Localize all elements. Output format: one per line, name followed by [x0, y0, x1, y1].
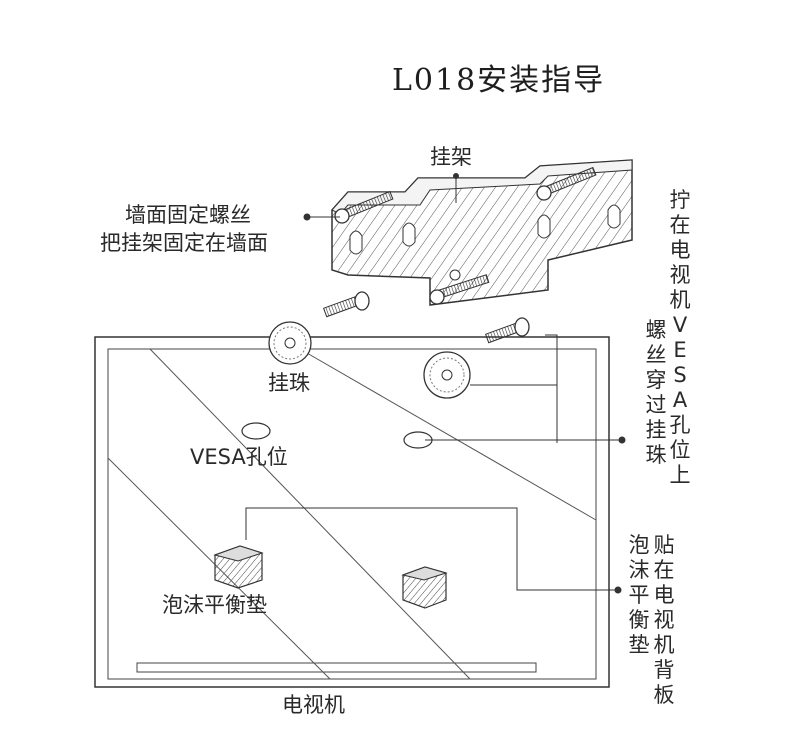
foam-instruction-col1: 贴在电视机背板 — [653, 533, 675, 707]
bead-label: 挂珠 — [268, 371, 310, 395]
hanger-label: 挂架 — [430, 145, 472, 169]
leader-lines — [245, 173, 626, 594]
wall-screw-label: 墙面固定螺丝 — [125, 203, 251, 227]
page-title: L018安装指导 — [392, 63, 606, 98]
foam-pad-label: 泡沫平衡垫 — [162, 593, 267, 617]
wall-screw-bottom — [429, 274, 490, 305]
tv-label: 电视机 — [282, 693, 345, 717]
vesa-bolt-right — [484, 317, 530, 344]
foam-instruction-col2: 泡沫平衡垫 — [628, 533, 650, 657]
wall-screw-left — [334, 190, 394, 224]
vesa-hole-label: VESA孔位 — [190, 445, 288, 469]
vesa-hole-left — [241, 422, 271, 440]
wall-screw-sublabel: 把挂架固定在墙面 — [100, 231, 268, 255]
screw-instruction-col2: 螺丝穿过挂珠 — [645, 318, 667, 467]
wall-screw-right — [536, 166, 597, 201]
bead-right — [423, 351, 471, 399]
bead-left — [268, 321, 312, 365]
screw-instruction-col1: 拧在电视机VESA孔位上 — [669, 188, 691, 487]
foam-pad-right — [401, 566, 448, 609]
vesa-bolt-left — [322, 291, 370, 318]
tv-outline — [94, 336, 610, 688]
foam-pad-left — [213, 545, 264, 589]
